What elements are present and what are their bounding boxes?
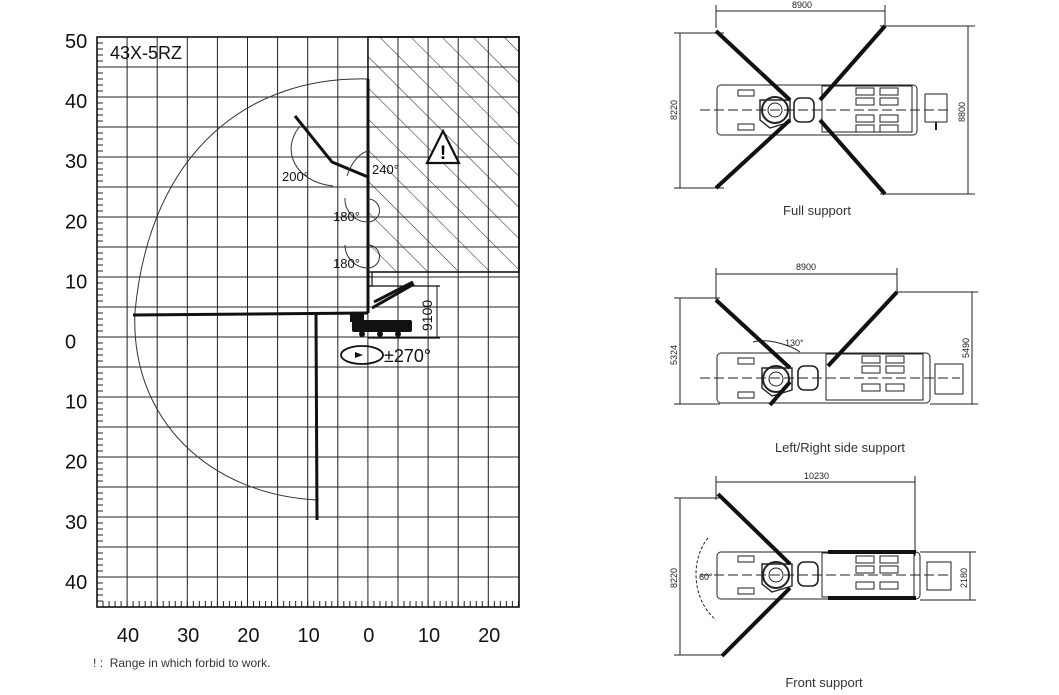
angle-labels: 200° 240° 180° 180° [282,162,399,271]
full-support-caption: Full support [783,203,851,218]
x-tick-label: 0 [363,625,374,647]
full-support-right-height: 8800 [957,102,967,122]
y-tick-label: 50 [65,31,87,53]
side-support-diagram [674,268,978,407]
x-tick-label: 20 [237,625,259,647]
y-tick-label: 20 [65,452,87,474]
front-support-right-height: 2180 [959,568,969,588]
front-support-diagram [674,476,976,658]
model-label: 43X-5RZ [110,43,182,63]
slew-angle-label: ±270° [384,346,431,366]
y-tick-label: 30 [65,512,87,534]
angle-label-180-lower: 180° [333,256,360,271]
y-axis-tick-labels: 50 40 30 20 10 0 10 20 30 40 [65,31,87,594]
angle-label-240: 240° [372,162,399,177]
y-tick-label: 10 [65,271,87,293]
y-tick-label: 30 [65,151,87,173]
side-support-angle: 130° [785,338,804,348]
full-support-left-height: 8220 [669,100,679,120]
angle-label-180-upper: 180° [333,209,360,224]
side-support-right-height: 5490 [961,338,971,358]
full-support-dimensions: 8900 8220 8800 [669,0,967,122]
y-tick-label: 20 [65,211,87,233]
y-tick-label: 40 [65,91,87,113]
x-tick-label: 30 [177,625,199,647]
reach-envelope [134,78,369,501]
front-support-width: 10230 [804,471,829,481]
x-tick-label: 10 [418,625,440,647]
slew-rotation-icon [340,345,384,365]
working-range-chart: ! 200° [65,31,520,647]
full-support-diagram [674,5,975,196]
angle-label-200: 200° [282,169,309,184]
front-support-dimensions: 10230 60° 8220 2180 [669,471,969,588]
y-tick-label: 0 [65,332,76,354]
x-tick-label: 10 [297,625,319,647]
angle-arcs [290,125,380,269]
footnote: ! : Range in which forbid to work. [93,656,271,670]
warning-triangle-icon: ! [425,128,461,165]
front-support-left-height: 8220 [669,568,679,588]
warning-mark: ! [440,143,446,164]
front-support-caption: Front support [785,675,863,690]
boom-lines [132,79,440,521]
y-tick-label: 10 [65,392,87,414]
x-tick-label: 20 [478,625,500,647]
front-support-angle: 60° [699,572,713,582]
footnote-text: Range in which forbid to work. [109,656,271,670]
chart-frame [96,36,520,608]
side-support-width: 8900 [796,262,816,272]
truck-silhouette [350,314,412,337]
y-tick-label: 40 [65,572,87,594]
footnote-mark: ! [93,656,97,670]
side-support-dimensions: 8900 130° 5324 5490 [669,262,971,365]
side-support-left-height: 5324 [669,345,679,365]
full-support-width: 8900 [792,0,812,10]
clearance-dimension: 9100 [419,300,435,331]
side-support-caption: Left/Right side support [774,440,906,455]
x-axis-tick-labels: 40 30 20 10 0 10 20 [117,625,500,647]
x-tick-label: 40 [117,625,139,647]
